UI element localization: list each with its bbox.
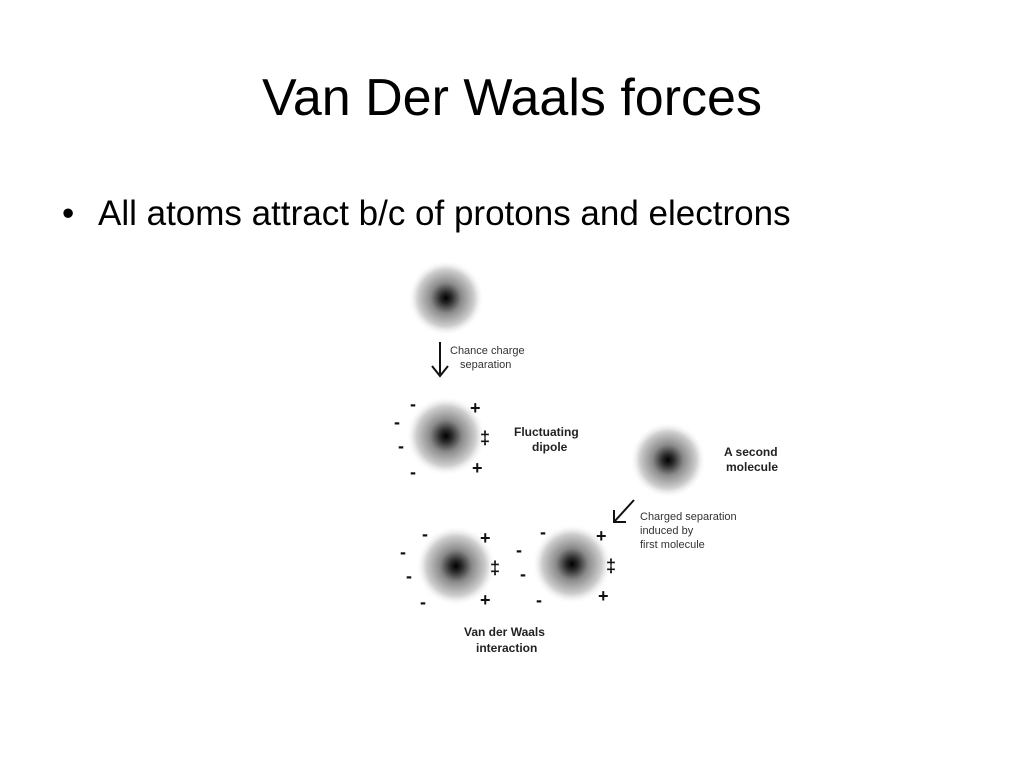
sign-minus: - [516,540,522,560]
label-induced-line3: first molecule [640,539,705,551]
sign-plus: + [480,590,491,610]
arrow-down-icon [431,342,449,378]
sign-minus: - [406,566,412,586]
sign-minus: - [536,590,542,610]
sign-minus: - [410,394,416,414]
sign-minus: - [422,524,428,544]
sign-minus: - [540,522,546,542]
label-fluct-line1: Fluctuating [514,425,579,439]
atom-initial [408,262,484,336]
atom-fluctuating-dipole [406,396,486,476]
bullet-item: • All atoms attract b/c of protons and el… [62,190,791,238]
sign-minus: - [410,462,416,482]
label-induced-line1: Charged separation [640,511,737,523]
bullet-text: All atoms attract b/c of protons and ele… [98,194,791,233]
label-induced-line2: induced by [640,525,694,537]
sign-plus: + [598,586,609,606]
van-der-waals-diagram: Chance charge separation - - - - + ‡ + F… [380,262,800,670]
atom-second-molecule [630,422,706,498]
sign-minus: - [400,542,406,562]
label-fluct-line2: dipole [532,440,568,454]
label-chance-line1: Chance charge [450,345,525,357]
diagram-svg: Chance charge separation - - - - + ‡ + F… [394,262,778,655]
sign-double-dagger: ‡ [480,428,490,448]
sign-double-dagger: ‡ [606,556,616,576]
sign-double-dagger: ‡ [490,558,500,578]
sign-plus: + [470,398,481,418]
sign-minus: - [394,412,400,432]
sign-plus: + [472,458,483,478]
slide-title: Van Der Waals forces [262,69,762,127]
label-second-line1: A second [724,445,778,459]
bullet-dot: • [62,194,75,233]
atom-interaction-left [416,526,496,606]
label-vdw-line2: interaction [476,641,537,655]
sign-plus: + [480,528,491,548]
atom-interaction-right [532,524,612,604]
sign-minus: - [420,592,426,612]
label-chance-line2: separation [460,359,511,371]
sign-minus: - [398,436,404,456]
sign-minus: - [520,564,526,584]
sign-plus: + [596,526,607,546]
label-vdw-line1: Van der Waals [464,625,545,639]
label-second-line2: molecule [726,460,778,474]
arrow-diagonal-icon [613,499,635,523]
